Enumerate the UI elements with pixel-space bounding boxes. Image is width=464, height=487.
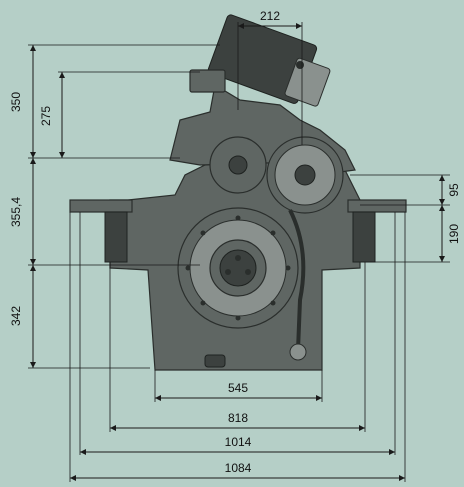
- dim-label-190: 190: [447, 224, 461, 244]
- dim-label-355-4: 355,4: [9, 197, 23, 227]
- right-foot: [352, 211, 376, 263]
- gearbox-illustration: [69, 14, 407, 371]
- dim-label-1084: 1084: [225, 461, 252, 475]
- oil-pipe: [288, 209, 306, 351]
- main-output-flange: [177, 207, 299, 329]
- arrowheads: [30, 23, 445, 481]
- dim-label-818: 818: [228, 411, 248, 425]
- dim-label-342: 342: [9, 306, 23, 326]
- extension-lines: [28, 22, 450, 482]
- left-mounting-flange: [69, 199, 133, 213]
- right-gear-cover: [266, 136, 344, 214]
- right-mounting-flange: [347, 199, 407, 213]
- dim-label-212: 212: [260, 9, 280, 23]
- dim-label-275: 275: [39, 106, 53, 126]
- dim-label-1014: 1014: [225, 435, 252, 449]
- dim-label-95: 95: [447, 183, 461, 197]
- dim-label-545: 545: [228, 381, 248, 395]
- top-actuator: [189, 14, 331, 107]
- upper-gear-cover: [209, 136, 267, 194]
- dim-label-350: 350: [9, 92, 23, 112]
- left-foot: [104, 211, 128, 263]
